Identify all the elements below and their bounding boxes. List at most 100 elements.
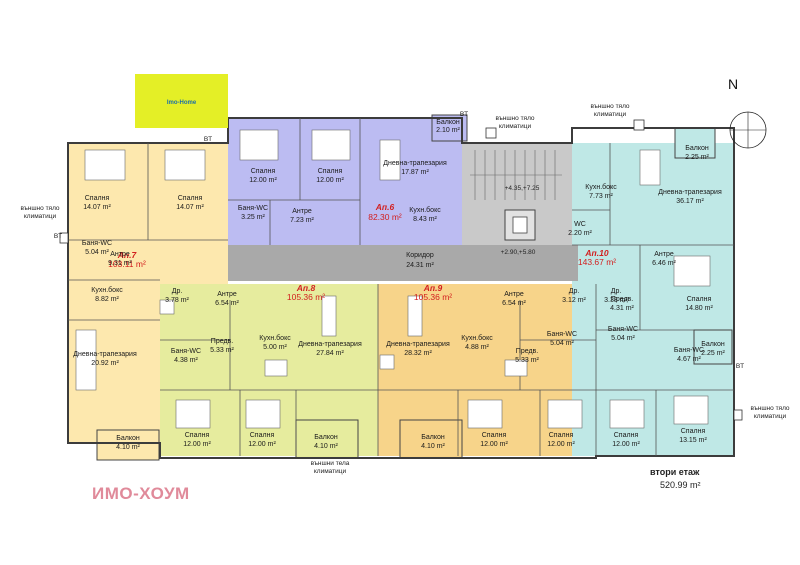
room-area: 4.88 m² (465, 344, 489, 351)
room-area: 17.87 m² (401, 169, 429, 176)
room-name: WC (574, 221, 586, 228)
room-name: Балкон (116, 435, 140, 442)
apartment-label-ap8: Ап.8 (296, 283, 316, 293)
room-area: 5.04 m² (611, 335, 635, 342)
room-name: Балкон (685, 145, 709, 152)
room-name: Балкон (436, 119, 460, 126)
room-area: 13.15 m² (679, 437, 707, 444)
room-name: Предв. (516, 348, 538, 355)
room-area: 5.33 m² (210, 347, 234, 354)
room-name: Балкон (701, 341, 725, 348)
room-name: Антре (504, 291, 524, 298)
room-area: 12.00 m² (249, 177, 277, 184)
room-area: 12.00 m² (480, 441, 508, 448)
room-area: 9.31 m² (108, 260, 132, 267)
room-name: Спалня (251, 168, 276, 175)
room-name: Кухн.бокс (461, 334, 493, 342)
brand-name: ИМО-ХОУМ (92, 484, 190, 503)
room-name: Дневна-трапезария (73, 351, 137, 358)
floor-area: 520.99 m² (660, 480, 701, 490)
room-area: 2.25 m² (685, 154, 709, 161)
room-name: Антре (217, 291, 237, 298)
bt-marker: BT (54, 233, 62, 240)
room-area: 12.00 m² (183, 441, 211, 448)
room-name: Баня-WC (547, 331, 577, 338)
bt-marker: BT (460, 111, 468, 118)
apartment-label-ap9: Ап.9 (423, 283, 443, 293)
stair-flight (470, 150, 562, 200)
room-area: 2.10 m² (436, 127, 460, 134)
interior-walls (68, 118, 734, 456)
apartment-label-ap10: Ап.10 (584, 248, 608, 258)
apartment-label-ap6: Ап.6 (375, 202, 395, 212)
floor-label: втори етаж (650, 467, 700, 477)
room-area: 5.04 m² (550, 340, 574, 347)
room-area: 3.78 m² (165, 297, 189, 304)
room-area: 4.10 m² (314, 443, 338, 450)
room-name: Спалня (549, 432, 574, 439)
room-name: Предв. (611, 296, 633, 303)
room-name: Баня-WC (238, 205, 268, 212)
ac-unit-top (485, 127, 497, 139)
room-area: 3.12 m² (562, 297, 586, 304)
level-lower: +2.90,+5.80 (501, 249, 536, 256)
room-name: Спалня (250, 432, 275, 439)
furniture (75, 129, 711, 429)
room-name: Баня-WC (171, 348, 201, 355)
room-area: 4.67 m² (677, 356, 701, 363)
apartment-area-ap8: 105.36 m² (287, 292, 325, 302)
room-area: 12.00 m² (612, 441, 640, 448)
room-name: Кухн.бокс (585, 183, 617, 191)
room-name: Др. (569, 288, 580, 295)
room-name: Дневна-трапезария (298, 341, 362, 348)
room-area: 3.25 m² (241, 214, 265, 221)
room-area: 8.82 m² (95, 296, 119, 303)
room-area: 7.23 m² (290, 217, 314, 224)
room-name: Спалня (178, 195, 203, 202)
room-area: 12.00 m² (547, 441, 575, 448)
level-upper: +4.35,+7.25 (505, 185, 540, 192)
logo-text: Imo-Home (166, 100, 197, 106)
room-name: Балкон (314, 434, 338, 441)
room-area: 4.10 m² (421, 443, 445, 450)
ac-unit-left (59, 232, 69, 244)
room-name: Спалня (687, 296, 712, 303)
balcony-ap8 (295, 419, 359, 459)
room-area: 2.25 m² (701, 350, 725, 357)
room-area: 28.32 m² (404, 350, 432, 357)
room-area: 12.00 m² (316, 177, 344, 184)
ac-unit-top-right (633, 119, 645, 131)
room-area: 4.31 m² (610, 305, 634, 312)
room-name: Спалня (318, 168, 343, 175)
room-name: Антре (110, 251, 130, 258)
apartment-label-ap7: Ап.7 (117, 250, 138, 260)
room-area: 6.46 m² (652, 260, 676, 267)
room-name: Спалня (482, 432, 507, 439)
room-name: Баня-WC (608, 326, 638, 333)
room-name: Кухн.бокс (91, 286, 123, 294)
room-name: Кухн.бокс (259, 334, 291, 342)
room-area: 27.84 m² (316, 350, 344, 357)
exterior-wall (67, 117, 735, 459)
room-area: 7.73 m² (589, 193, 613, 200)
room-area: 4.10 m² (116, 444, 140, 451)
room-name: Предв. (211, 338, 233, 345)
ac-unit-right (733, 409, 743, 421)
room-area: 2.20 m² (568, 230, 592, 237)
room-name: Дневна-трапезария (383, 160, 447, 167)
room-name: Дневна-трапезария (386, 341, 450, 348)
room-name: Спалня (185, 432, 210, 439)
balcony-ap7 (96, 429, 160, 461)
balcony-ap10-right (693, 329, 733, 365)
apartment-area-ap7: 103.11 m² (108, 259, 146, 269)
room-name: Др. (172, 288, 183, 295)
room-area: 5.04 m² (85, 249, 109, 256)
room-name: Дневна-трапезария (658, 189, 722, 196)
room-area: 3.38 m² (604, 297, 628, 304)
apartment-area-ap9: 105.36 m² (414, 292, 452, 302)
